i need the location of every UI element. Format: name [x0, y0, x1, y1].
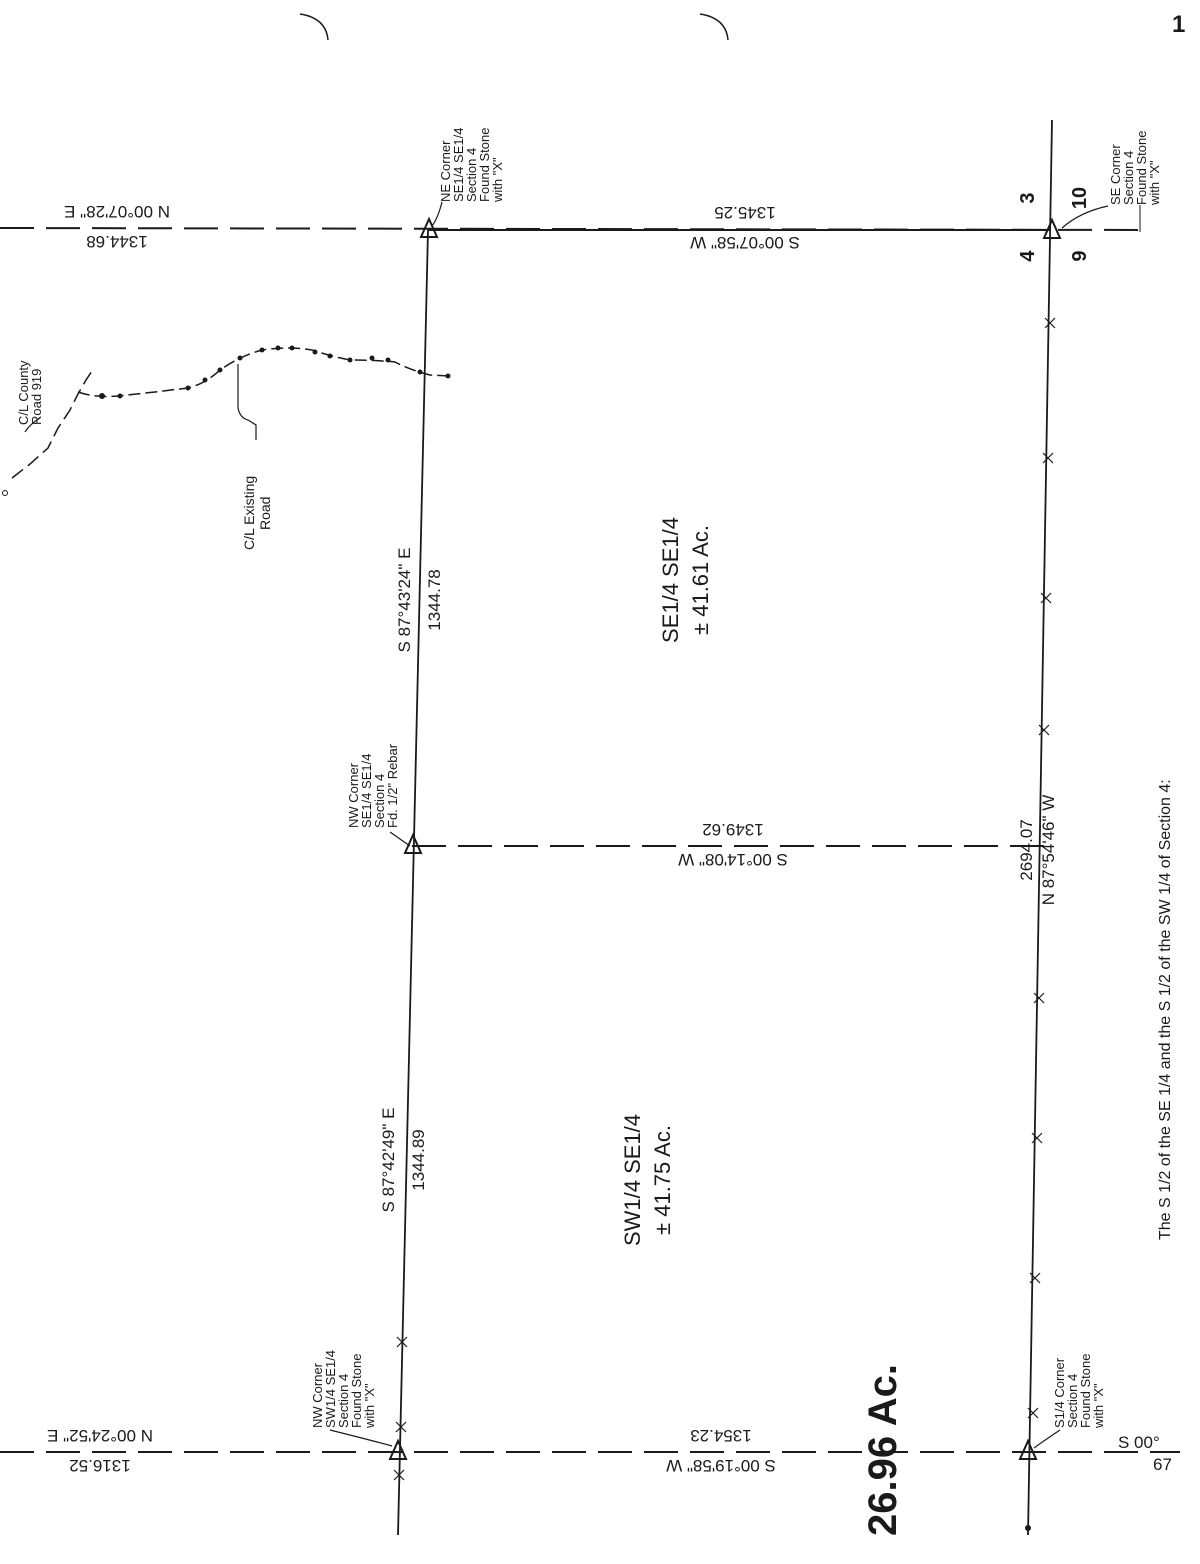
corner-note-nw-sw: NW Corner SW1/4 SE1/4 Section 4 Found St…: [310, 1350, 377, 1429]
svg-text:with "X": with "X": [490, 157, 505, 203]
existing-road-centerline: [77, 347, 451, 398]
bearing-label: N 00°24'52" E: [47, 1426, 153, 1445]
svg-text:Found Stone: Found Stone: [349, 1354, 364, 1428]
county-road-centerline: [11, 367, 95, 479]
svg-text:with "X": with "X": [1147, 160, 1162, 206]
bearing-label: S 00°19'58" W: [666, 1456, 776, 1475]
bearing-label: S 00°07'58" W: [690, 233, 800, 252]
bearing-distance-label: 1345.25: [714, 203, 775, 222]
section-number: 10: [1069, 187, 1091, 209]
bearing-label: S 87°43'24" E: [395, 548, 414, 653]
bearing-distance-label: 1354.23: [690, 1426, 751, 1445]
svg-text:Section 4: Section 4: [1065, 1374, 1080, 1428]
bearing-distance-label: 67: [1153, 1455, 1172, 1474]
svg-text:NW Corner: NW Corner: [310, 1362, 325, 1428]
section-number: 9: [1069, 250, 1091, 261]
svg-text:SE Corner: SE Corner: [1108, 144, 1123, 205]
corner-note-ne: NE Corner SE1/4 SE1/4 Section 4 Found St…: [438, 128, 505, 203]
leader-line: [1033, 1429, 1061, 1449]
svg-text:SE1/4 SE1/4: SE1/4 SE1/4: [451, 128, 466, 202]
svg-text:NE Corner: NE Corner: [438, 140, 453, 202]
leader-line: [329, 1429, 393, 1447]
bearing-label: N 87°54'46" W: [1039, 795, 1058, 906]
west-boundary: [1027, 119, 1053, 1536]
corner-monument-triangle: [1018, 1438, 1038, 1460]
svg-text:SE1/4 SE1/4: SE1/4 SE1/4: [359, 754, 374, 828]
leader-line: [1061, 205, 1109, 229]
bearing-label: S 87°42'49" E: [379, 1108, 398, 1213]
total-acreage: 26.96 Ac.: [861, 1364, 905, 1536]
svg-text:SW1/4 SE1/4: SW1/4 SE1/4: [323, 1350, 338, 1428]
corner-monument-triangle: [403, 832, 423, 854]
leader-line: [431, 201, 443, 227]
binder-hole-mark: [299, 13, 329, 41]
corner-note-se: SE Corner Section 4 Found Stone with "X": [1108, 131, 1162, 206]
svg-text:Fd. 1/2" Rebar: Fd. 1/2" Rebar: [385, 743, 400, 828]
corner-monument-triangle: [419, 216, 439, 238]
bearing-label: N 00°07'28" E: [64, 202, 170, 221]
svg-text:Section 4: Section 4: [1121, 151, 1136, 205]
existing-road-label: C/L Existing Road: [241, 476, 273, 550]
page-number: 1: [1172, 11, 1185, 38]
svg-text:NW Corner: NW Corner: [346, 762, 361, 828]
parcel-area: ± 41.61 Ac.: [688, 525, 713, 635]
parcel-name: SE1/4 SE1/4: [658, 517, 683, 643]
svg-text:Section 4: Section 4: [372, 774, 387, 828]
bearing-distance-label: 1316.52: [69, 1456, 130, 1475]
corner-note-nw-se: NW Corner SE1/4 SE1/4 Section 4 Fd. 1/2"…: [346, 743, 400, 828]
svg-text:Found Stone: Found Stone: [1078, 1354, 1093, 1428]
leader-line: [237, 364, 257, 440]
bearing-distance-label: 2694.07: [1017, 819, 1036, 880]
bearing-label: S 00°: [1118, 1433, 1160, 1452]
section-number: 4: [1017, 250, 1039, 262]
svg-text:C/L County: C/L County: [16, 360, 31, 425]
svg-text:Section 4: Section 4: [336, 1374, 351, 1428]
corner-monument-triangle: [388, 1438, 408, 1460]
road-survey-points: [99, 345, 451, 399]
parcel-name: SW1/4 SE1/4: [620, 1114, 645, 1246]
road-point: [2, 490, 8, 496]
point-marker: [1025, 1525, 1031, 1531]
county-road-label: C/L County Road 919: [16, 360, 44, 425]
svg-text:Road: Road: [257, 497, 273, 530]
bearing-distance-label: 1349.62: [702, 820, 763, 839]
leader-line: [389, 831, 411, 847]
parcel-area: ± 41.75 Ac.: [650, 1125, 675, 1235]
east-boundary: [397, 229, 429, 1536]
svg-text:Section 4: Section 4: [464, 148, 479, 202]
bearing-distance-label: 1344.78: [425, 569, 444, 630]
bearing-label: S 00°14'08" W: [678, 850, 788, 869]
fence-ticks: [393, 317, 1056, 1481]
svg-text:with "X": with "X": [362, 1383, 377, 1429]
legal-description: The S 1/2 of the SE 1/4 and the S 1/2 of…: [1157, 779, 1174, 1240]
bearing-distance-label: 1344.68: [86, 232, 147, 251]
corner-monument-triangle: [1042, 217, 1062, 239]
section-number: 3: [1017, 192, 1039, 203]
leader-line: [24, 417, 41, 433]
svg-text:C/L Existing: C/L Existing: [241, 476, 257, 550]
svg-text:Road 919: Road 919: [29, 369, 44, 425]
corner-note-s14: S1/4 Corner Section 4 Found Stone with "…: [1052, 1354, 1106, 1429]
svg-text:Found Stone: Found Stone: [1134, 131, 1149, 205]
bearing-distance-label: 1344.89: [409, 1129, 428, 1190]
binder-hole-mark: [699, 13, 729, 41]
svg-text:S1/4 Corner: S1/4 Corner: [1052, 1357, 1067, 1428]
svg-text:with "X": with "X": [1091, 1383, 1106, 1429]
svg-text:Found Stone: Found Stone: [477, 128, 492, 202]
